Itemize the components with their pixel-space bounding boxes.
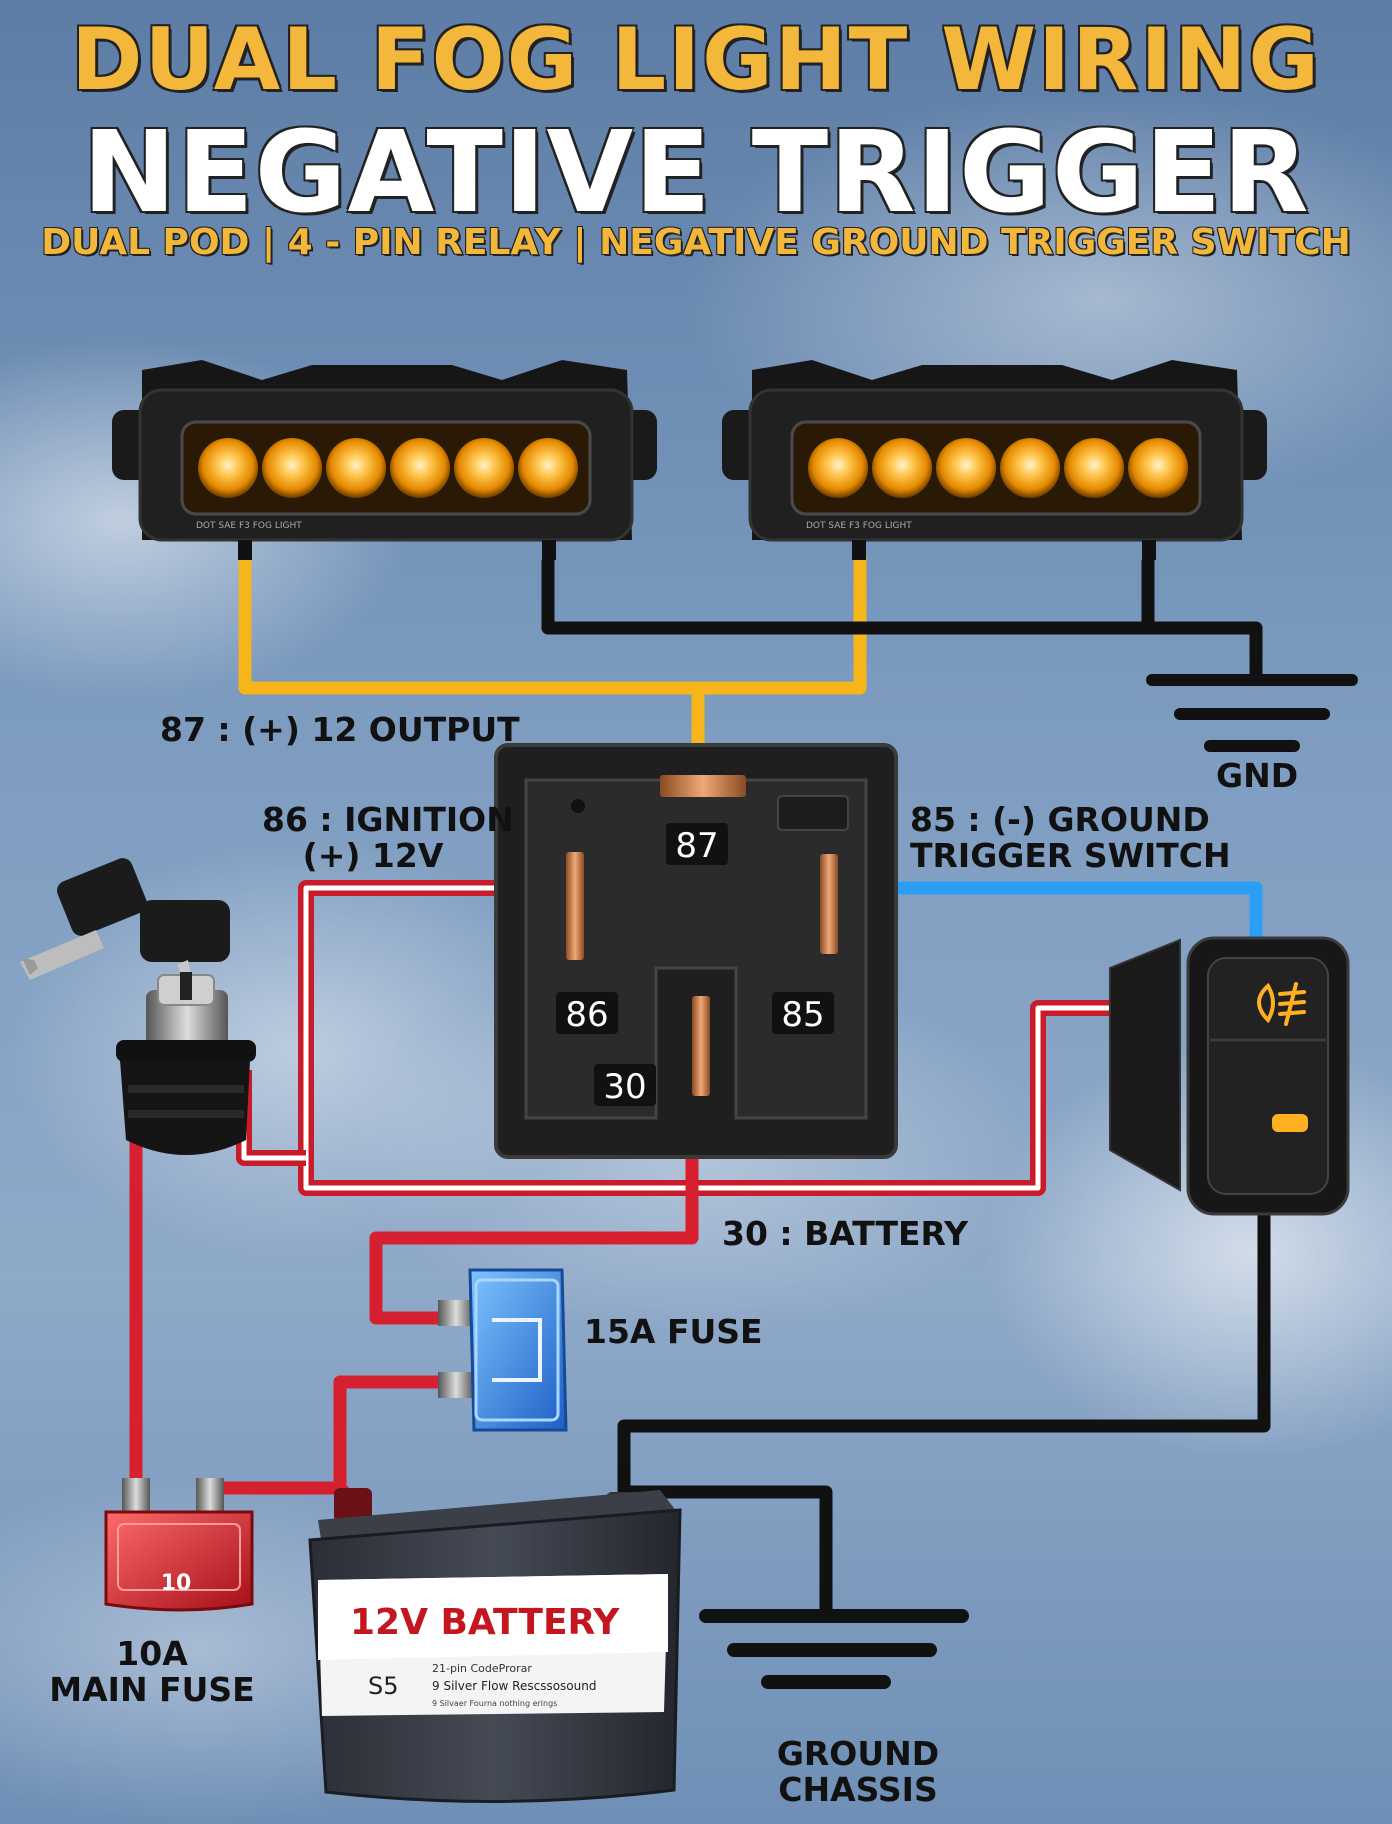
gnd-symbol	[1146, 674, 1358, 752]
relay-terminal-30	[692, 996, 710, 1096]
pin-85-label: 85	[781, 995, 824, 1035]
label-pin-86-line2: (+) 12V	[302, 836, 444, 875]
label-pin-85-trigger: 85 : (-) GROUND TRIGGER SWITCH	[910, 800, 1231, 875]
fuse-10a: 10	[104, 1478, 254, 1612]
pin-87-label: 87	[675, 826, 718, 866]
label-pin-86-ignition: 86 : IGNITION (+) 12V	[262, 800, 514, 875]
fog-light-right: DOT SAE F3 FOG LIGHT	[722, 360, 1267, 560]
relay-terminal-86	[566, 852, 584, 960]
label-pin-87-output: 87 : (+) 12 OUTPUT	[160, 710, 520, 749]
fog-light-icon	[1257, 982, 1306, 1026]
label-gnd: GND	[1216, 756, 1299, 795]
indicator-led	[1272, 1114, 1308, 1132]
battery-spec-3: 9 Silvaer Fourna nothing erings	[432, 1699, 557, 1708]
relay-pin-labels: 87 86 85 30	[556, 823, 834, 1107]
label-pin-85-line1: 85 : (-) GROUND	[910, 800, 1210, 839]
relay: 87 86 85 30	[494, 743, 898, 1159]
trigger-wire	[828, 881, 1263, 945]
label-pin-86-line1: 86 : IGNITION	[262, 800, 514, 839]
fog-light-label: DOT SAE F3 FOG LIGHT	[196, 521, 302, 531]
pin-30-label: 30	[603, 1067, 646, 1107]
battery: 12V BATTERY 21-pin CodeProrar S5 9 Silve…	[308, 1488, 682, 1804]
rocker-switch[interactable]	[1109, 936, 1350, 1216]
fog-light-left: DOT SAE F3 FOG LIGHT	[112, 360, 657, 560]
fuse-rating: 10	[161, 1571, 192, 1596]
label-chassis-line2: CHASSIS	[778, 1770, 938, 1809]
label-main-fuse-line2: MAIN FUSE	[49, 1670, 255, 1709]
pin-86-label: 86	[565, 995, 608, 1035]
led-array	[198, 438, 578, 498]
label-10a-main-fuse: 10A MAIN FUSE	[40, 1636, 264, 1708]
label-main-fuse-line1: 10A	[116, 1634, 188, 1673]
diagram-subtitle: DUAL POD | 4 - PIN RELAY | NEGATIVE GROU…	[41, 222, 1351, 263]
battery-spec-2: 9 Silver Flow Rescssosound	[432, 1679, 596, 1693]
fuse-15a	[438, 1268, 568, 1432]
fog-light-label: DOT SAE F3 FOG LIGHT	[806, 521, 912, 531]
diagram-title: DUAL FOG LIGHT WIRING	[71, 10, 1321, 110]
battery-spec-1: 21-pin CodeProrar	[432, 1662, 532, 1675]
label-pin-85-line2: TRIGGER SWITCH	[910, 836, 1231, 875]
light-ground-wire	[541, 560, 1263, 680]
relay-terminal-85	[820, 854, 838, 954]
chassis-ground-wire	[617, 1212, 1271, 1616]
label-ground-chassis: GROUND CHASSIS	[770, 1736, 946, 1808]
label-pin-30-battery: 30 : BATTERY	[722, 1214, 969, 1253]
led-array	[808, 438, 1188, 498]
label-chassis-line1: GROUND	[776, 1734, 940, 1773]
label-15a-fuse: 15A FUSE	[584, 1312, 763, 1351]
relay-terminal-87	[660, 775, 746, 797]
ignition-key-switch	[20, 858, 256, 1155]
battery-label-panel: 12V BATTERY 21-pin CodeProrar S5 9 Silve…	[318, 1574, 668, 1716]
battery-label: 12V BATTERY	[350, 1602, 620, 1643]
key-icon	[20, 858, 230, 1004]
chassis-ground-symbol	[699, 1609, 969, 1689]
diagram-headline: NEGATIVE TRIGGER	[82, 108, 1310, 238]
battery-model: S5	[368, 1672, 399, 1700]
